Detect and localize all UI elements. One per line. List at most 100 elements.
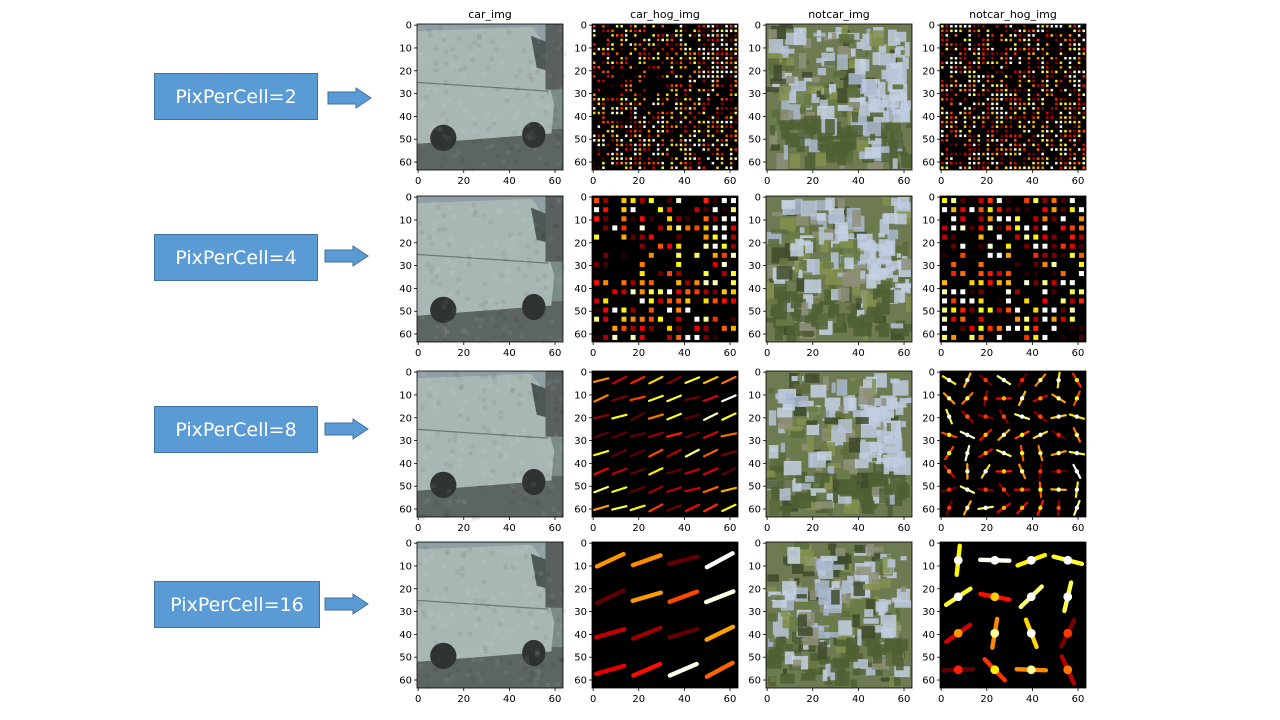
y-tick-label: 60 — [748, 676, 761, 687]
y-tick-label: 50 — [922, 653, 935, 664]
y-tick-label: 50 — [574, 653, 587, 664]
y-tick-label: 50 — [574, 135, 587, 146]
y-tick-label: 30 — [922, 89, 935, 100]
x-tick-label: 20 — [806, 348, 819, 359]
right-arrow-icon — [327, 87, 372, 109]
x-tick-label: 40 — [678, 348, 691, 359]
y-tick-label: 30 — [574, 607, 587, 618]
y-tick-label: 10 — [748, 43, 761, 54]
x-tick-label: 20 — [632, 523, 645, 534]
x-tick-label: 60 — [724, 176, 737, 187]
y-tick-label: 10 — [748, 215, 761, 226]
y-tick-label: 10 — [399, 390, 412, 401]
x-tick-label: 60 — [898, 694, 911, 705]
y-tick-label: 40 — [574, 284, 587, 295]
y-tick-label: 0 — [929, 193, 935, 204]
y-tick-label: 10 — [922, 43, 935, 54]
x-tick-label: 20 — [806, 694, 819, 705]
y-tick-label: 60 — [922, 676, 935, 687]
y-tick-label: 0 — [755, 539, 761, 550]
y-tick-label: 10 — [399, 561, 412, 572]
column-title: car_img — [468, 8, 512, 21]
x-tick-label: 40 — [503, 348, 516, 359]
y-tick-label: 60 — [922, 330, 935, 341]
pix-per-cell-label: PixPerCell=16 — [154, 581, 320, 628]
y-tick-label: 20 — [574, 584, 587, 595]
y-tick-label: 50 — [922, 482, 935, 493]
y-tick-label: 20 — [399, 413, 412, 424]
y-tick-label: 40 — [574, 630, 587, 641]
y-tick-label: 20 — [748, 66, 761, 77]
y-tick-label: 50 — [574, 307, 587, 318]
y-tick-label: 0 — [581, 21, 587, 32]
x-tick-label: 20 — [980, 694, 993, 705]
y-tick-label: 30 — [574, 261, 587, 272]
y-tick-label: 40 — [399, 112, 412, 123]
y-tick-label: 50 — [399, 307, 412, 318]
x-tick-label: 60 — [724, 348, 737, 359]
y-tick-label: 60 — [574, 158, 587, 169]
y-tick-label: 20 — [399, 66, 412, 77]
y-tick-label: 10 — [399, 215, 412, 226]
y-tick-label: 0 — [755, 21, 761, 32]
y-tick-label: 20 — [399, 238, 412, 249]
y-tick-label: 30 — [399, 436, 412, 447]
x-tick-label: 20 — [457, 176, 470, 187]
x-tick-label: 0 — [938, 176, 944, 187]
y-tick-label: 20 — [574, 66, 587, 77]
y-tick-label: 40 — [399, 284, 412, 295]
y-tick-label: 30 — [748, 89, 761, 100]
y-tick-label: 40 — [399, 630, 412, 641]
y-tick-label: 10 — [574, 561, 587, 572]
x-tick-label: 20 — [980, 348, 993, 359]
x-tick-label: 60 — [1072, 694, 1085, 705]
y-tick-label: 0 — [406, 539, 412, 550]
y-tick-label: 20 — [399, 584, 412, 595]
x-tick-label: 0 — [764, 176, 770, 187]
y-tick-label: 40 — [922, 459, 935, 470]
x-tick-label: 60 — [898, 523, 911, 534]
y-tick-label: 0 — [406, 21, 412, 32]
x-tick-label: 0 — [415, 694, 421, 705]
x-tick-label: 60 — [724, 523, 737, 534]
x-tick-label: 20 — [632, 348, 645, 359]
y-tick-label: 50 — [748, 653, 761, 664]
x-tick-label: 40 — [503, 694, 516, 705]
y-tick-label: 0 — [581, 193, 587, 204]
x-tick-label: 0 — [415, 523, 421, 534]
y-tick-label: 60 — [399, 676, 412, 687]
y-tick-label: 0 — [406, 193, 412, 204]
x-tick-label: 20 — [806, 176, 819, 187]
x-tick-label: 60 — [1072, 176, 1085, 187]
pix-per-cell-label: PixPerCell=8 — [154, 406, 318, 453]
x-tick-label: 20 — [457, 348, 470, 359]
x-tick-label: 20 — [632, 694, 645, 705]
x-tick-label: 20 — [980, 176, 993, 187]
y-tick-label: 60 — [574, 505, 587, 516]
y-tick-label: 30 — [399, 607, 412, 618]
right-arrow-icon — [324, 418, 369, 440]
y-tick-label: 30 — [922, 436, 935, 447]
x-tick-label: 40 — [852, 176, 865, 187]
y-tick-label: 40 — [922, 112, 935, 123]
y-tick-label: 20 — [922, 238, 935, 249]
x-tick-label: 60 — [898, 176, 911, 187]
y-tick-label: 40 — [748, 630, 761, 641]
x-tick-label: 20 — [457, 523, 470, 534]
x-tick-label: 40 — [1026, 694, 1039, 705]
x-tick-label: 60 — [549, 176, 562, 187]
y-tick-label: 0 — [755, 193, 761, 204]
x-tick-label: 0 — [938, 694, 944, 705]
y-tick-label: 50 — [922, 307, 935, 318]
pix-per-cell-label: PixPerCell=2 — [154, 73, 318, 120]
y-tick-label: 60 — [399, 505, 412, 516]
y-tick-label: 0 — [581, 539, 587, 550]
y-tick-label: 40 — [574, 112, 587, 123]
x-tick-label: 20 — [980, 523, 993, 534]
y-tick-label: 60 — [922, 158, 935, 169]
